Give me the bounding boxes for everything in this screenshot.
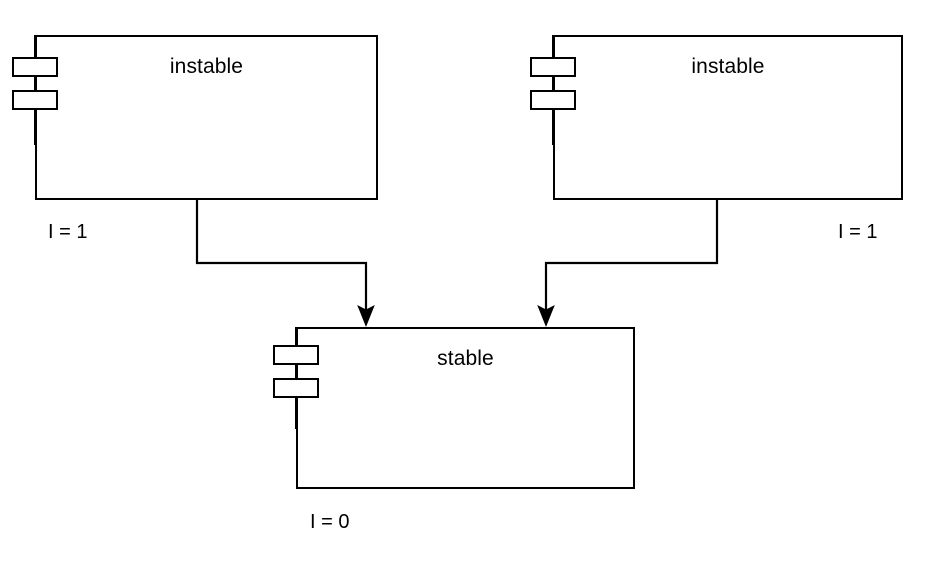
arrowhead-right-icon <box>537 305 555 327</box>
provided-interface-tab-lower-icon <box>12 90 58 110</box>
arrowhead-left-icon <box>357 305 375 327</box>
provided-interface-tab-lower-icon <box>273 378 319 398</box>
connector-right-to-stable[interactable] <box>537 200 719 327</box>
component-title: stable <box>437 347 494 370</box>
provided-interface-tab-lower-icon <box>530 90 576 110</box>
label-instable-right-multiplicity: I = 1 <box>838 221 878 243</box>
connector-right-path <box>544 200 719 310</box>
connector-left-to-stable[interactable] <box>195 200 375 327</box>
component-title: instable <box>691 55 765 78</box>
label-instable-left-multiplicity: I = 1 <box>48 221 88 243</box>
provided-interface-tab-upper-icon <box>530 57 576 77</box>
component-stable-bottom[interactable]: stable <box>296 327 635 489</box>
component-instable-left[interactable]: instable <box>35 35 378 200</box>
component-title: instable <box>169 55 244 78</box>
component-instable-right[interactable]: instable <box>553 35 903 200</box>
provided-interface-tab-upper-icon <box>12 57 58 77</box>
connector-left-path <box>195 200 368 310</box>
provided-interface-tab-upper-icon <box>273 345 319 365</box>
label-stable-bottom-multiplicity: I = 0 <box>310 511 350 533</box>
